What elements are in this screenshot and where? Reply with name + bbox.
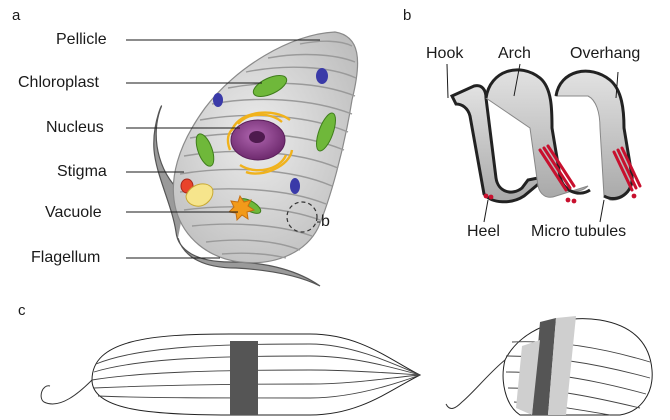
label-hook: Hook: [426, 46, 463, 62]
label-nucleus: Nucleus: [46, 120, 104, 136]
label-flagellum: Flagellum: [31, 250, 100, 266]
label-pellicle: Pellicle: [56, 32, 107, 48]
panel-c-illustration: [41, 316, 652, 415]
flagellum-c: [41, 380, 92, 404]
nucleolus: [249, 131, 265, 143]
panel-b-pellicle-strips: [447, 64, 640, 222]
label-stigma: Stigma: [57, 164, 107, 180]
panel-label-a: a: [12, 8, 20, 23]
paramylon-granule: [316, 68, 328, 84]
spindle-cell-band: [230, 341, 258, 415]
panel-label-b: b: [403, 8, 411, 23]
label-microtubules: Micro tubules: [531, 224, 626, 240]
flagellum-c-right: [446, 360, 505, 408]
panel-a-illustration: [126, 32, 358, 286]
paramylon-granule: [290, 178, 300, 194]
label-chloroplast: Chloroplast: [18, 75, 99, 91]
label-arch: Arch: [498, 46, 531, 62]
label-overhang: Overhang: [570, 46, 640, 62]
label-inset-b: b: [321, 214, 330, 230]
pellicle-strip-arch-2: [556, 71, 632, 200]
label-heel: Heel: [467, 224, 500, 240]
label-vacuole: Vacuole: [45, 205, 102, 221]
paramylon-granule: [213, 93, 223, 107]
panel-label-c: c: [18, 303, 26, 318]
